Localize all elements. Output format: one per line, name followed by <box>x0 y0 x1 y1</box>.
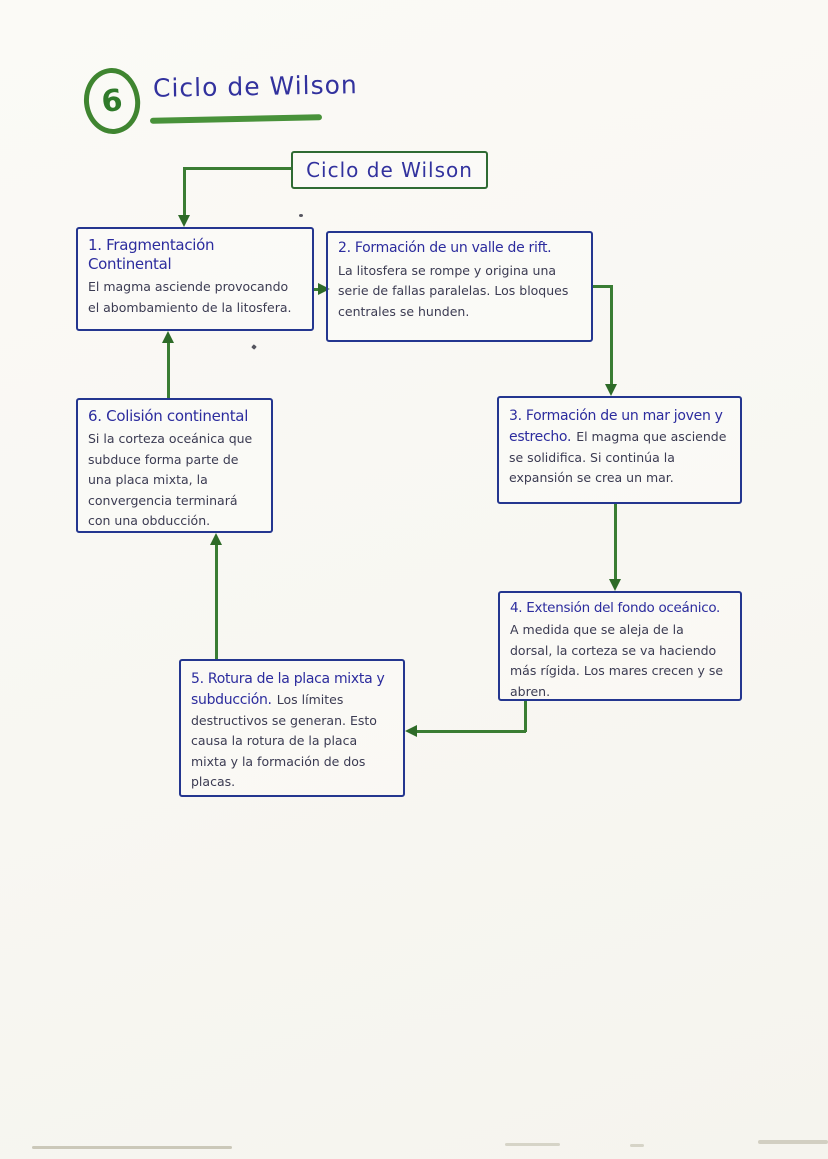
arrow-up-icon <box>162 331 174 343</box>
title-underline <box>149 114 323 124</box>
step-6-heading: 6. Colisión continental <box>88 407 249 425</box>
connector-step4-step5-h <box>415 730 526 733</box>
ink-speck <box>251 344 257 350</box>
connector-root-step1-v <box>183 167 186 217</box>
flowchart-step-5: 5. Rotura de la placa mixta y subducción… <box>179 659 405 797</box>
arrow-up-icon <box>210 533 222 545</box>
flowchart-step-1: 1. Fragmentación Continental El magma as… <box>76 227 314 331</box>
arrow-left-icon <box>405 725 417 737</box>
flowchart-step-4: 4. Extensión del fondo oceánico. A medid… <box>498 591 742 701</box>
arrow-down-icon <box>605 384 617 396</box>
step-2-body: La litosfera se rompe y origina una seri… <box>338 262 569 319</box>
scan-smudge <box>505 1143 560 1146</box>
step-3-heading: 3. Formación de un mar joven y estrecho. <box>509 408 723 445</box>
scan-smudge <box>630 1144 644 1147</box>
step-4-body: A medida que se aleja de la dorsal, la c… <box>510 622 724 699</box>
flowchart-step-6: 6. Colisión continental Si la corteza oc… <box>76 398 273 533</box>
connector-step3-step4 <box>614 504 617 581</box>
connector-step6-step1 <box>167 341 170 398</box>
step-3-body: El magma que asciende se solidifica. Si … <box>509 428 727 486</box>
connector-root-step1-h <box>183 167 291 170</box>
flowchart-root-label: Ciclo de Wilson <box>306 158 473 182</box>
page-number: 6 <box>99 82 125 120</box>
scan-smudge <box>758 1140 828 1144</box>
step-2-heading: 2. Formación de un valle de rift. <box>338 240 552 256</box>
arrow-down-icon <box>178 215 190 227</box>
connector-step2-step3-h <box>592 285 612 288</box>
step-6-body: Si la corteza oceánica que subduce forma… <box>88 431 253 529</box>
step-5-body: Los límites destructivos se generan. Est… <box>191 691 377 790</box>
page-title: Ciclo de Wilson <box>152 70 359 103</box>
step-1-body: El magma asciende provocando el abombami… <box>88 279 292 315</box>
flowchart-step-2: 2. Formación de un valle de rift. La lit… <box>326 231 593 342</box>
flowchart-root-node: Ciclo de Wilson <box>291 151 488 189</box>
step-5-heading: 5. Rotura de la placa mixta y subducción… <box>191 671 385 708</box>
step-1-heading: 1. Fragmentación Continental <box>88 236 215 274</box>
step-4-heading: 4. Extensión del fondo oceánico. <box>510 600 721 616</box>
connector-step2-step3-v <box>610 285 613 386</box>
connector-step1-step2 <box>313 288 321 291</box>
connector-step5-step6 <box>215 543 218 659</box>
page-number-badge: 6 <box>80 65 144 137</box>
flowchart-step-3: 3. Formación de un mar joven y estrecho.… <box>497 396 742 504</box>
arrow-down-icon <box>609 579 621 591</box>
ink-speck <box>299 214 303 217</box>
connector-step4-step5-v <box>524 701 527 732</box>
scan-smudge <box>32 1146 232 1149</box>
